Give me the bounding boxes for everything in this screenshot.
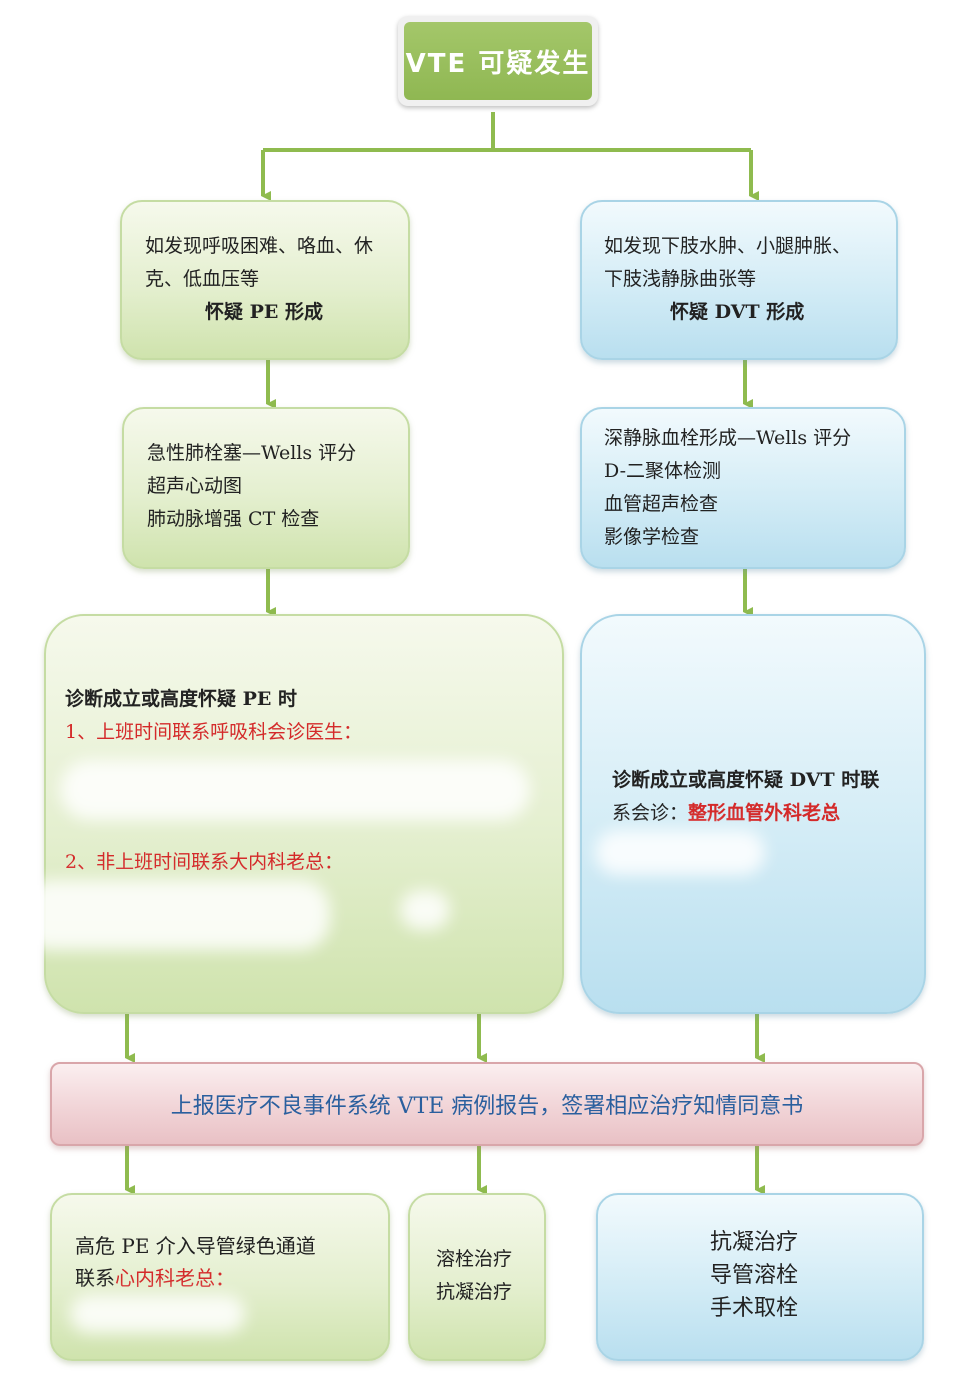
pe-symptom-box — [120, 200, 410, 360]
intervention-box — [50, 1193, 390, 1361]
dvt-contact-target: 整形血管外科老总 — [688, 802, 841, 824]
redacted-area — [20, 880, 330, 950]
redacted-area — [400, 890, 450, 930]
pe-symptom-line1: 如发现呼吸困难、咯血、休 — [145, 235, 374, 257]
dvt-exam-line2: D-二聚体检测 — [604, 460, 722, 482]
pe-exam-line1: 急性肺栓塞—Wells 评分 — [147, 442, 357, 464]
anticoagulation-box — [596, 1193, 924, 1361]
dvt-exam-box — [580, 407, 906, 569]
pe-contact-item1: 1、上班时间联系呼吸科会诊医生： — [65, 721, 363, 743]
dvt-suspect-label: 怀疑 DVT 形成 — [670, 301, 805, 323]
anticoag-line2: 导管溶栓 — [710, 1263, 799, 1288]
report-label: 上报医疗不良事件系统 VTE 病例报告，签署相应治疗知情同意书 — [170, 1094, 804, 1119]
dvt-contact-line2: 系会诊：整形血管外科老总 — [612, 797, 840, 830]
intervention-line2: 联系心内科老总： — [75, 1262, 235, 1295]
report-bar: 上报医疗不良事件系统 VTE 病例报告，签署相应治疗知情同意书 — [50, 1062, 924, 1146]
anticoag-line3: 手术取栓 — [710, 1296, 799, 1321]
redacted-area — [60, 760, 530, 820]
pe-exam-box — [122, 407, 410, 569]
dvt-symptom-line2: 下肢浅静脉曲张等 — [604, 268, 757, 290]
intervention-prefix: 联系 — [75, 1266, 115, 1290]
redacted-area — [595, 830, 765, 875]
dvt-exam-line3: 血管超声检查 — [604, 493, 719, 515]
dvt-exam-line4: 影像学检查 — [604, 526, 700, 548]
dvt-contact-box — [580, 614, 926, 1014]
root-label: VTE 可疑发生 — [404, 22, 592, 100]
dvt-contact-line1: 诊断成立或高度怀疑 DVT 时联 — [612, 769, 880, 791]
pe-contact-item2: 2、非上班时间联系大内科老总： — [65, 851, 344, 873]
intervention-line1: 高危 PE 介入导管绿色通道 — [75, 1234, 316, 1258]
anticoag-line1: 抗凝治疗 — [710, 1230, 799, 1255]
redacted-area — [70, 1295, 245, 1333]
pe-symptom-line2: 克、低血压等 — [145, 268, 260, 290]
pe-suspect-label: 怀疑 PE 形成 — [205, 301, 323, 323]
root-node: VTE 可疑发生 — [398, 16, 598, 106]
pe-exam-line3: 肺动脉增强 CT 检查 — [147, 508, 320, 530]
dvt-exam-line1: 深静脉血栓形成—Wells 评分 — [604, 427, 852, 449]
thrombolysis-line1: 溶栓治疗 — [436, 1248, 513, 1270]
dvt-symptom-box — [580, 200, 898, 360]
dvt-contact-prefix: 系会诊： — [612, 802, 689, 824]
pe-contact-heading: 诊断成立或高度怀疑 PE 时 — [65, 688, 297, 710]
pe-exam-line2: 超声心动图 — [147, 475, 243, 497]
intervention-target: 心内科老总： — [115, 1266, 235, 1290]
dvt-symptom-line1: 如发现下肢水肿、小腿肿胀、 — [604, 235, 852, 257]
thrombolysis-line2: 抗凝治疗 — [436, 1281, 513, 1303]
thrombolysis-box — [408, 1193, 546, 1361]
